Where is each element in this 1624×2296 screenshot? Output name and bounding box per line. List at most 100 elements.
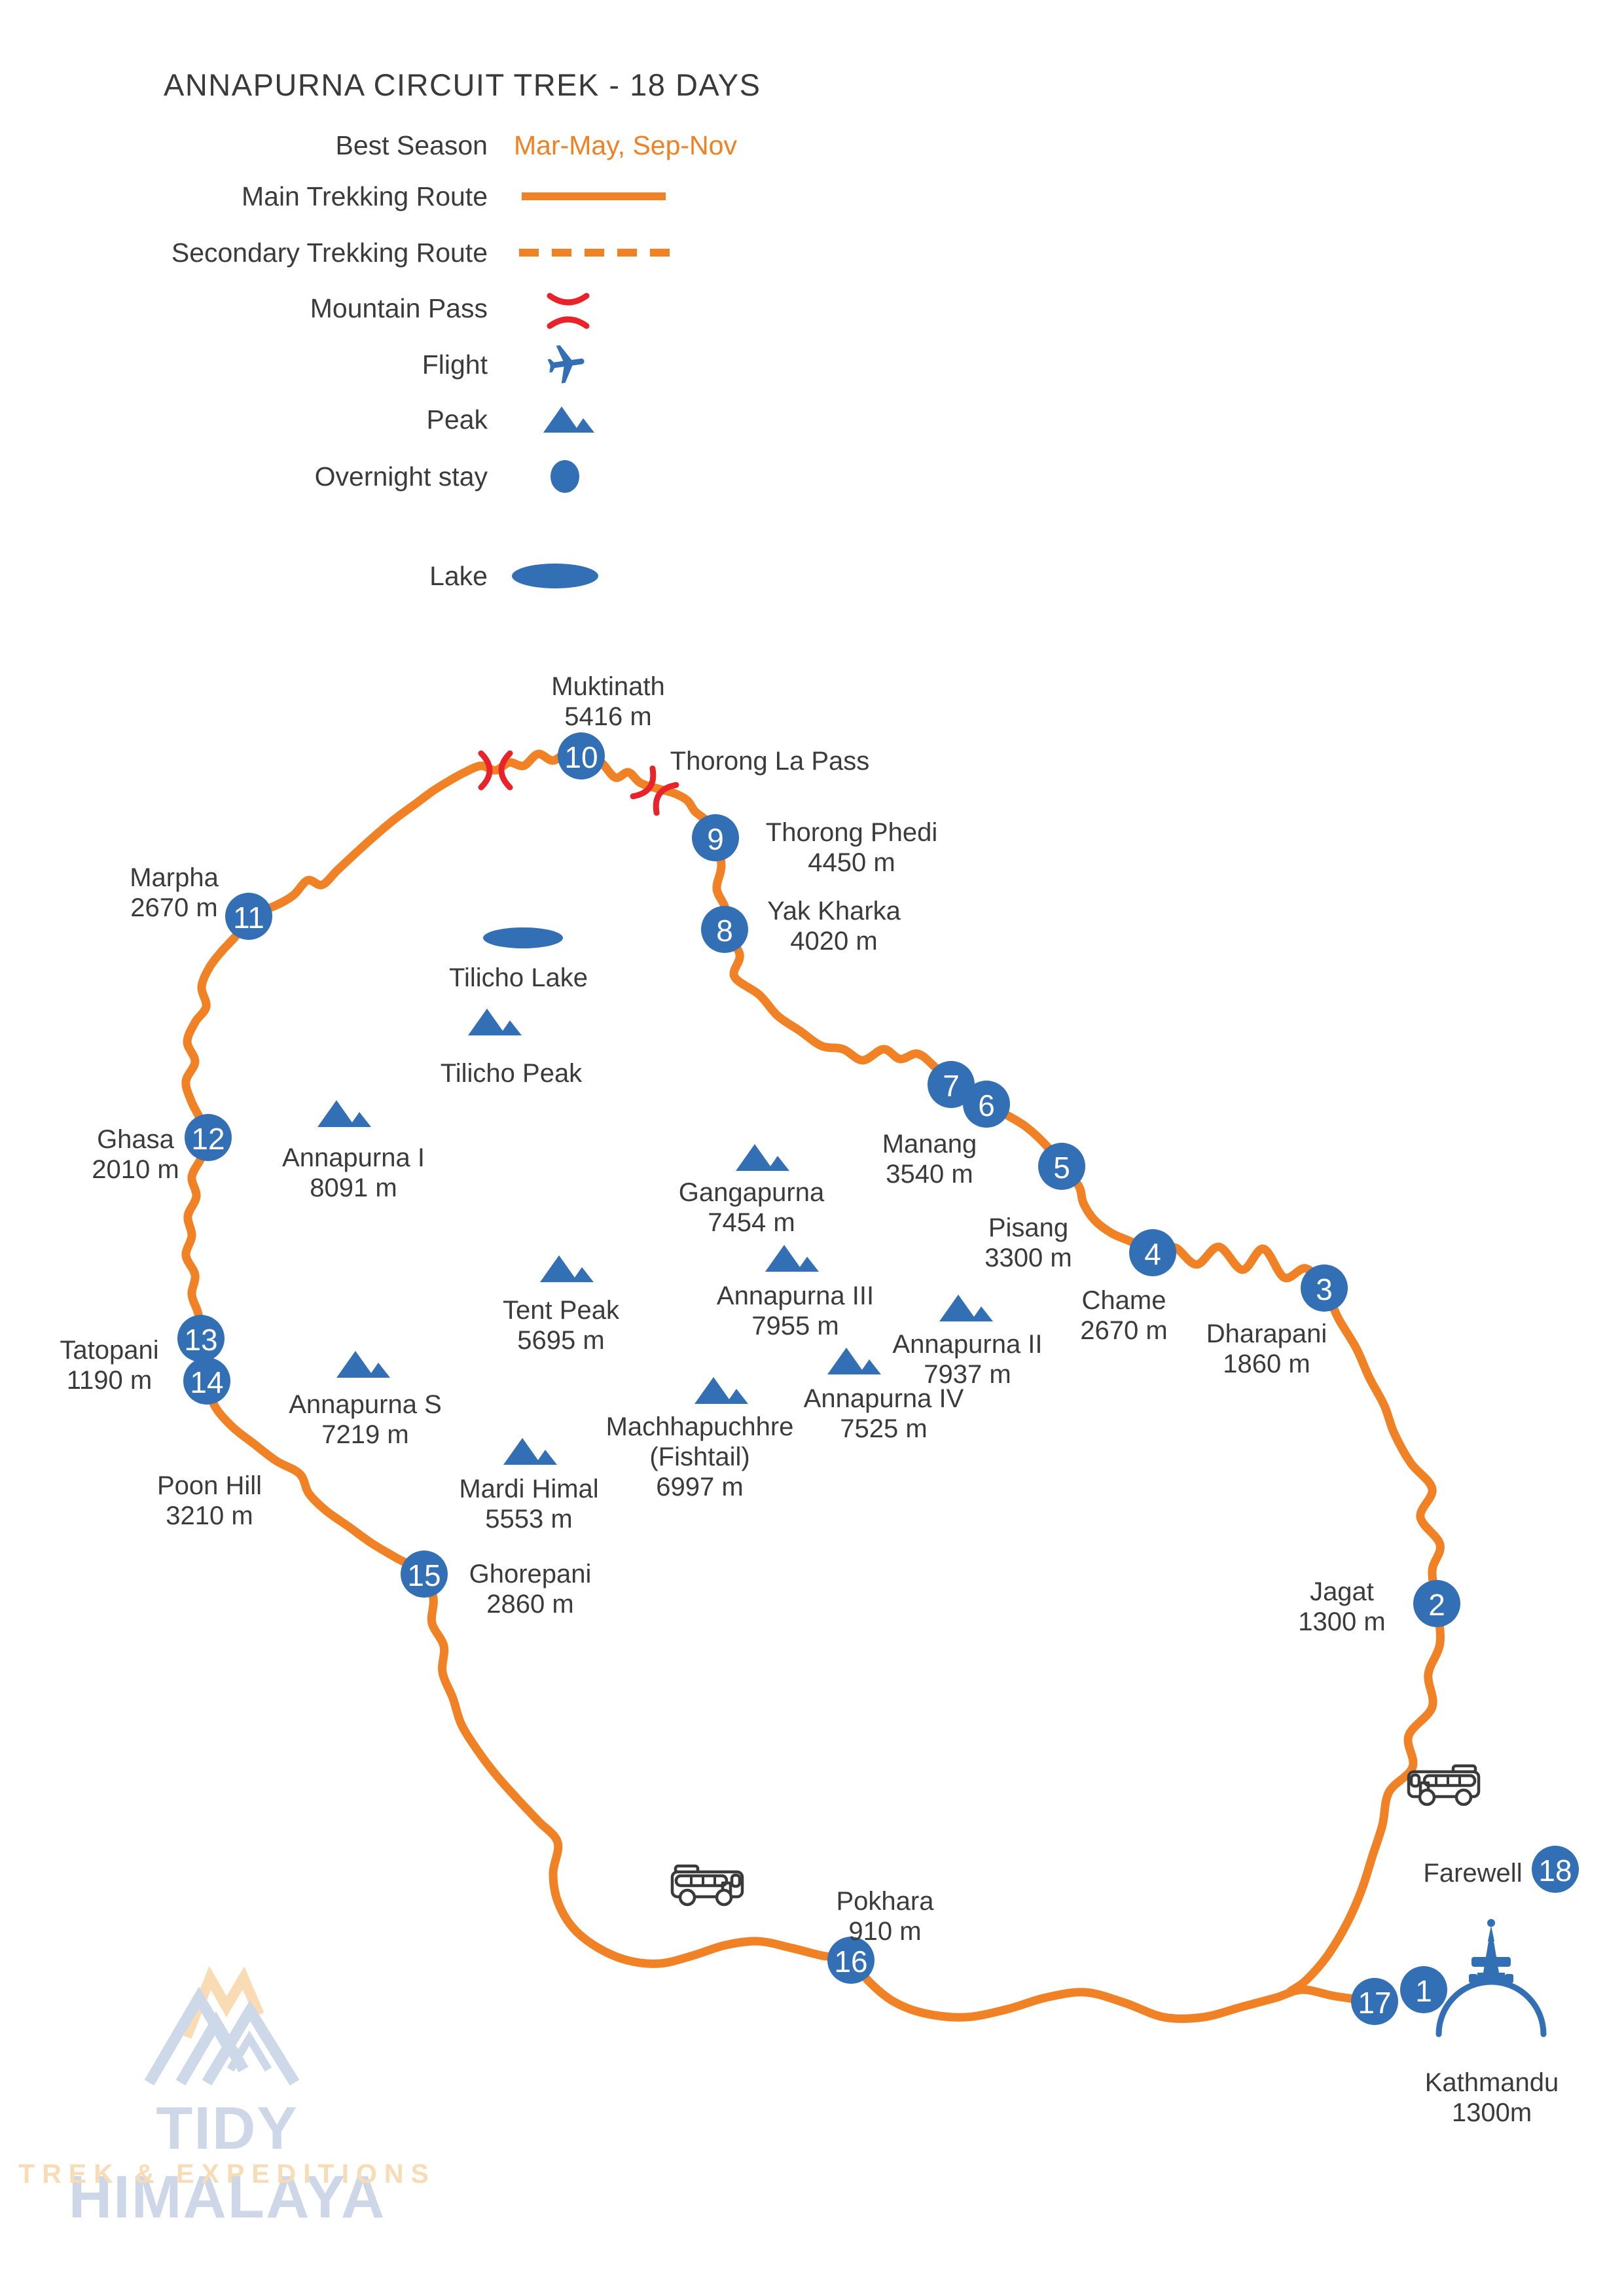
peak-triangle-large	[827, 1348, 865, 1374]
stop-marker-18: 18	[1532, 1846, 1579, 1893]
peak-triangle-large	[317, 1100, 355, 1127]
stop-circle	[1400, 1966, 1447, 2013]
logo-mountain-mark	[144, 1965, 300, 2086]
peak-triangle-small	[971, 1306, 993, 1321]
town-label-pokhara: 910 m	[848, 1917, 921, 1946]
stop-marker-11: 11	[225, 893, 272, 940]
stop-marker-7: 7	[928, 1061, 975, 1108]
town-label-manang: 3540 m	[886, 1160, 973, 1189]
bus-wheel	[1418, 1788, 1436, 1806]
peak-label-annapurna-3: 7955 m	[751, 1312, 839, 1340]
secondary-route-label: Secondary Trekking Route	[171, 238, 488, 268]
legend-row-flight: Flight	[0, 344, 916, 386]
stop-number: 8	[716, 914, 733, 948]
legend-row-lake: Lake	[0, 555, 916, 597]
peak-triangle-small	[349, 1112, 371, 1127]
stop-number: 7	[943, 1069, 960, 1103]
bus-wheel	[715, 1888, 733, 1907]
peak-triangle-large	[468, 1009, 506, 1035]
peak-label-annapurna-1: Annapurna I	[282, 1143, 425, 1172]
stop-number: 11	[233, 901, 264, 935]
peak-label: Peak	[426, 404, 488, 435]
stop-number: 17	[1358, 1986, 1391, 2020]
best-season-value: Mar-May, Sep-Nov	[514, 130, 737, 160]
peak-triangle-small	[767, 1156, 789, 1171]
stop-circle	[1038, 1143, 1085, 1190]
peak-label-mardi-himal: 5553 m	[485, 1505, 572, 1534]
town-label-dharapani: Dharapani	[1206, 1319, 1327, 1348]
town-label-tatopani: Tatopani	[60, 1336, 158, 1365]
peak-label-machhapuchhre: 6997 m	[656, 1473, 743, 1501]
town-label-ghasa: Ghasa	[97, 1125, 175, 1154]
stop-circle	[1532, 1846, 1579, 1893]
peak-triangle-large	[695, 1377, 732, 1404]
bus-wheel	[1454, 1788, 1473, 1806]
town-label-tatopani: 1190 m	[67, 1366, 152, 1395]
stop-number: 9	[707, 822, 724, 856]
peak-label-annapurna-2: 7937 m	[924, 1360, 1011, 1389]
bus-icon	[670, 1864, 744, 1907]
stop-circle	[177, 1315, 225, 1362]
peak-triangle-small	[726, 1389, 748, 1404]
stop-circle	[1413, 1580, 1460, 1627]
stop-marker-13: 13	[177, 1315, 225, 1362]
stop-circle	[1129, 1229, 1176, 1276]
peak-triangle-small	[797, 1257, 819, 1272]
peak-icon-machhapuchhre	[695, 1377, 748, 1404]
stop-number: 16	[834, 1945, 867, 1979]
town-label-muktinath: 5416 m	[564, 702, 651, 731]
peak-label-machhapuchhre: Machhapuchhre	[606, 1412, 794, 1441]
peak-label-mardi-himal: Mardi Himal	[459, 1475, 598, 1503]
stupa-crossbar	[1471, 1957, 1511, 1967]
town-label-chame: Chame	[1082, 1286, 1166, 1315]
peak-label-annapurna-3: Annapurna III	[717, 1282, 874, 1310]
town-label-pokhara: Pokhara	[837, 1887, 935, 1916]
stop-number: 6	[978, 1088, 995, 1122]
peak-label-tent-peak: 5695 m	[517, 1326, 604, 1355]
stop-number: 3	[1316, 1272, 1333, 1306]
stop-number: 18	[1538, 1854, 1572, 1888]
peak-triangle-large	[540, 1255, 578, 1282]
peak-label-annapurna-4: 7525 m	[840, 1414, 927, 1443]
legend-row-main-route: Main Trekking Route	[0, 175, 916, 217]
main-route-label: Main Trekking Route	[241, 181, 488, 211]
bus-windows	[674, 1874, 729, 1888]
bus-windshield	[1409, 1773, 1421, 1788]
stop-marker-1: 1	[1400, 1966, 1447, 2013]
mountain-pass-label: Mountain Pass	[310, 293, 488, 323]
tilicho-lake-shape	[483, 927, 563, 948]
town-label-yak-kharka: Yak Kharka	[767, 897, 901, 925]
peak-triangle-large	[736, 1144, 774, 1171]
town-label-poon-hill: 3210 m	[166, 1501, 253, 1530]
stupa-icon	[1435, 1919, 1547, 2037]
logo-blue-ridge	[175, 2011, 249, 2086]
stop-circle	[1301, 1265, 1348, 1312]
logo-subtitle: TREK & EXPEDITIONS	[18, 2159, 436, 2189]
peak-triangle-large	[503, 1438, 541, 1465]
legend-row-best-season: Best Season Mar-May, Sep-Nov	[0, 124, 916, 166]
town-label-thorong-phedi: Thorong Phedi	[766, 818, 937, 847]
stupa-finial	[1487, 1919, 1495, 1927]
town-label-jagat: 1300 m	[1298, 1607, 1385, 1636]
stop-number: 12	[191, 1122, 225, 1156]
page-title: ANNAPURNA CIRCUIT TREK - 18 DAYS	[164, 67, 761, 102]
town-label-chame: 2670 m	[1080, 1316, 1167, 1345]
stop-circle	[928, 1061, 975, 1108]
stop-marker-10: 10	[558, 732, 605, 780]
peak-triangle-small	[859, 1359, 881, 1374]
stupa-dome	[1435, 1979, 1547, 2037]
lake-label: Lake	[429, 561, 488, 591]
logo-blue-ridge	[226, 2030, 272, 2072]
stop-number: 4	[1144, 1237, 1161, 1271]
peak-icon-gangapurna	[736, 1144, 789, 1171]
stupa-spire-top	[1488, 1926, 1494, 1941]
secondary-route-line-icon	[514, 232, 677, 274]
legend-row-overnight: Overnight stay	[0, 456, 916, 497]
stupa-base	[1477, 1973, 1505, 1983]
peak-label-annapurna-s: 7219 m	[321, 1420, 408, 1449]
pass-arc	[478, 750, 493, 791]
overnight-stay-label: Overnight stay	[314, 461, 488, 492]
bus-icon	[1407, 1764, 1481, 1806]
